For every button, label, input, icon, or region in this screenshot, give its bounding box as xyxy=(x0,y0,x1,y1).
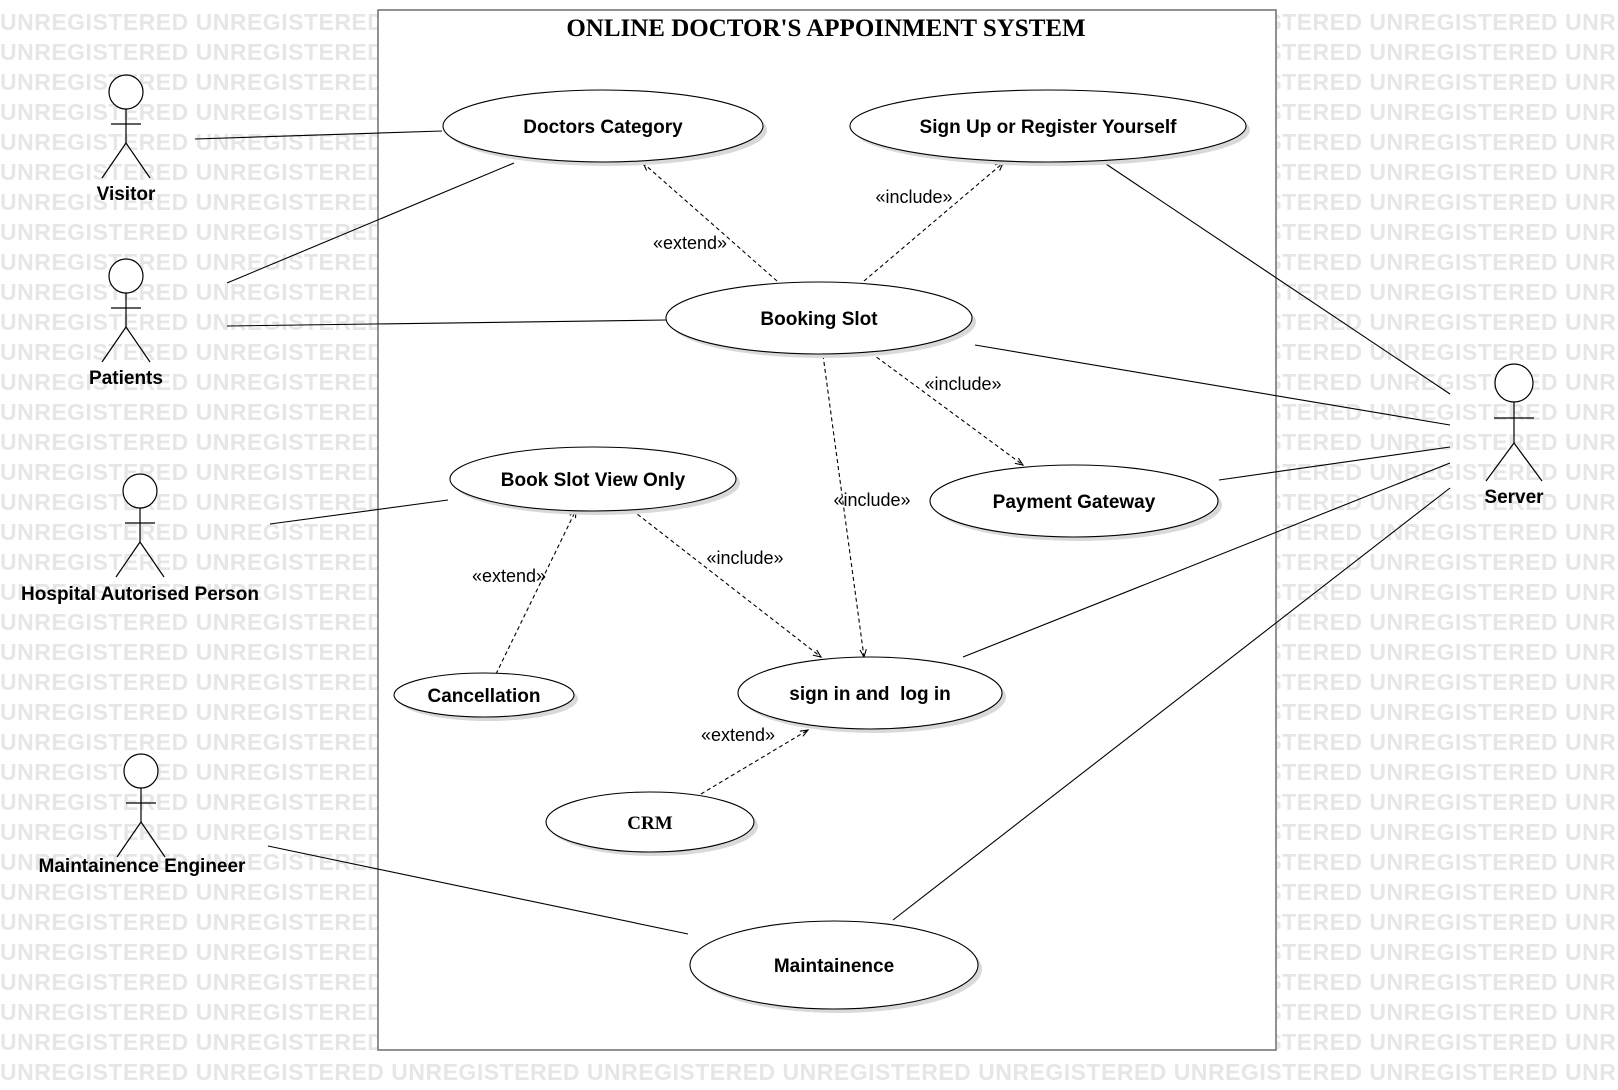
dependency-booking-signup xyxy=(863,162,1004,282)
stereotype-label: «extend» xyxy=(472,566,546,586)
watermark-row: UNREGISTERED UNREGISTERED UNREGISTERED U… xyxy=(0,1059,1618,1085)
actor-maintainence-engineer[interactable]: Maintainence Engineer xyxy=(39,753,247,877)
use-case-book-slot-view-only[interactable]: Book Slot View Only xyxy=(449,446,740,515)
use-case-label: sign in and log in xyxy=(789,684,951,705)
arrowhead-viewonly-signin xyxy=(812,649,823,658)
actor-patients[interactable]: Patients xyxy=(89,258,163,389)
dependency-booking-payment xyxy=(870,352,1024,466)
stereotype-label: «include» xyxy=(875,187,952,207)
use-case-sign-in[interactable]: sign in and log in xyxy=(737,656,1006,733)
stereotype-label: «include» xyxy=(706,548,783,568)
actor-icon xyxy=(1485,363,1543,482)
arrowhead-booking-payment xyxy=(1014,457,1025,466)
association-server-payment xyxy=(1218,446,1451,481)
actor-server[interactable]: Server xyxy=(1484,363,1544,508)
association-server-signup xyxy=(1102,161,1451,395)
use-case-label: Maintainence xyxy=(774,956,894,977)
actor-icon xyxy=(101,74,151,179)
use-case-label: CRM xyxy=(627,813,672,834)
stereotype-labels: «extend» «include» «include» «include» «… xyxy=(472,187,1002,745)
use-case-label: Booking Slot xyxy=(760,309,878,330)
stereotype-label: «extend» xyxy=(701,725,775,745)
use-case-sign-up[interactable]: Sign Up or Register Yourself xyxy=(849,89,1250,166)
actor-label: Patients xyxy=(89,368,163,389)
stereotype-label: «extend» xyxy=(653,233,727,253)
association-visitor-doctors xyxy=(194,130,443,140)
dependency-booking-doctors xyxy=(642,162,778,282)
use-case-label: Sign Up or Register Yourself xyxy=(920,117,1178,138)
stereotype-label: «include» xyxy=(924,374,1001,394)
use-case-crm[interactable]: CRM xyxy=(545,791,758,856)
association-server-booking xyxy=(974,344,1451,426)
use-case-cancellation[interactable]: Cancellation xyxy=(393,672,578,721)
actor-label: Server xyxy=(1484,487,1544,508)
dependency-cancel-viewonly xyxy=(495,509,577,675)
association-lines xyxy=(194,130,1451,935)
actor-label: Hospital Autorised Person xyxy=(21,584,259,605)
association-server-maint xyxy=(892,487,1451,921)
association-engineer-maint xyxy=(267,845,689,935)
stereotype-label: «include» xyxy=(833,490,910,510)
actor-hospital-autorised-person[interactable]: Hospital Autorised Person xyxy=(21,473,259,605)
use-case-label: Payment Gateway xyxy=(993,492,1156,513)
dependency-booking-signin xyxy=(822,354,865,658)
association-patients-doctors xyxy=(226,162,515,284)
association-hospital-viewonly xyxy=(269,499,449,525)
use-case-label: Cancellation xyxy=(428,686,541,707)
actor-icon xyxy=(116,753,166,858)
use-case-booking-slot[interactable]: Booking Slot xyxy=(665,281,976,358)
arrowhead-crm-signin xyxy=(799,729,810,737)
association-server-signin xyxy=(962,462,1451,658)
system-title: ONLINE DOCTOR'S APPOINMENT SYSTEM xyxy=(566,15,1085,42)
actor-label: Visitor xyxy=(97,184,156,205)
actor-label: Maintainence Engineer xyxy=(39,856,247,877)
use-case-label: Doctors Category xyxy=(523,117,683,138)
dependency-viewonly-signin xyxy=(631,509,822,658)
actor-icon xyxy=(115,473,165,578)
use-case-doctors-category[interactable]: Doctors Category xyxy=(442,89,767,166)
association-patients-booking xyxy=(226,319,667,327)
use-case-label: Book Slot View Only xyxy=(501,470,686,491)
use-case-maintainence[interactable]: Maintainence xyxy=(689,920,982,1013)
use-case-payment-gateway[interactable]: Payment Gateway xyxy=(929,464,1222,541)
actor-icon xyxy=(101,258,151,363)
actor-visitor[interactable]: Visitor xyxy=(97,74,156,205)
